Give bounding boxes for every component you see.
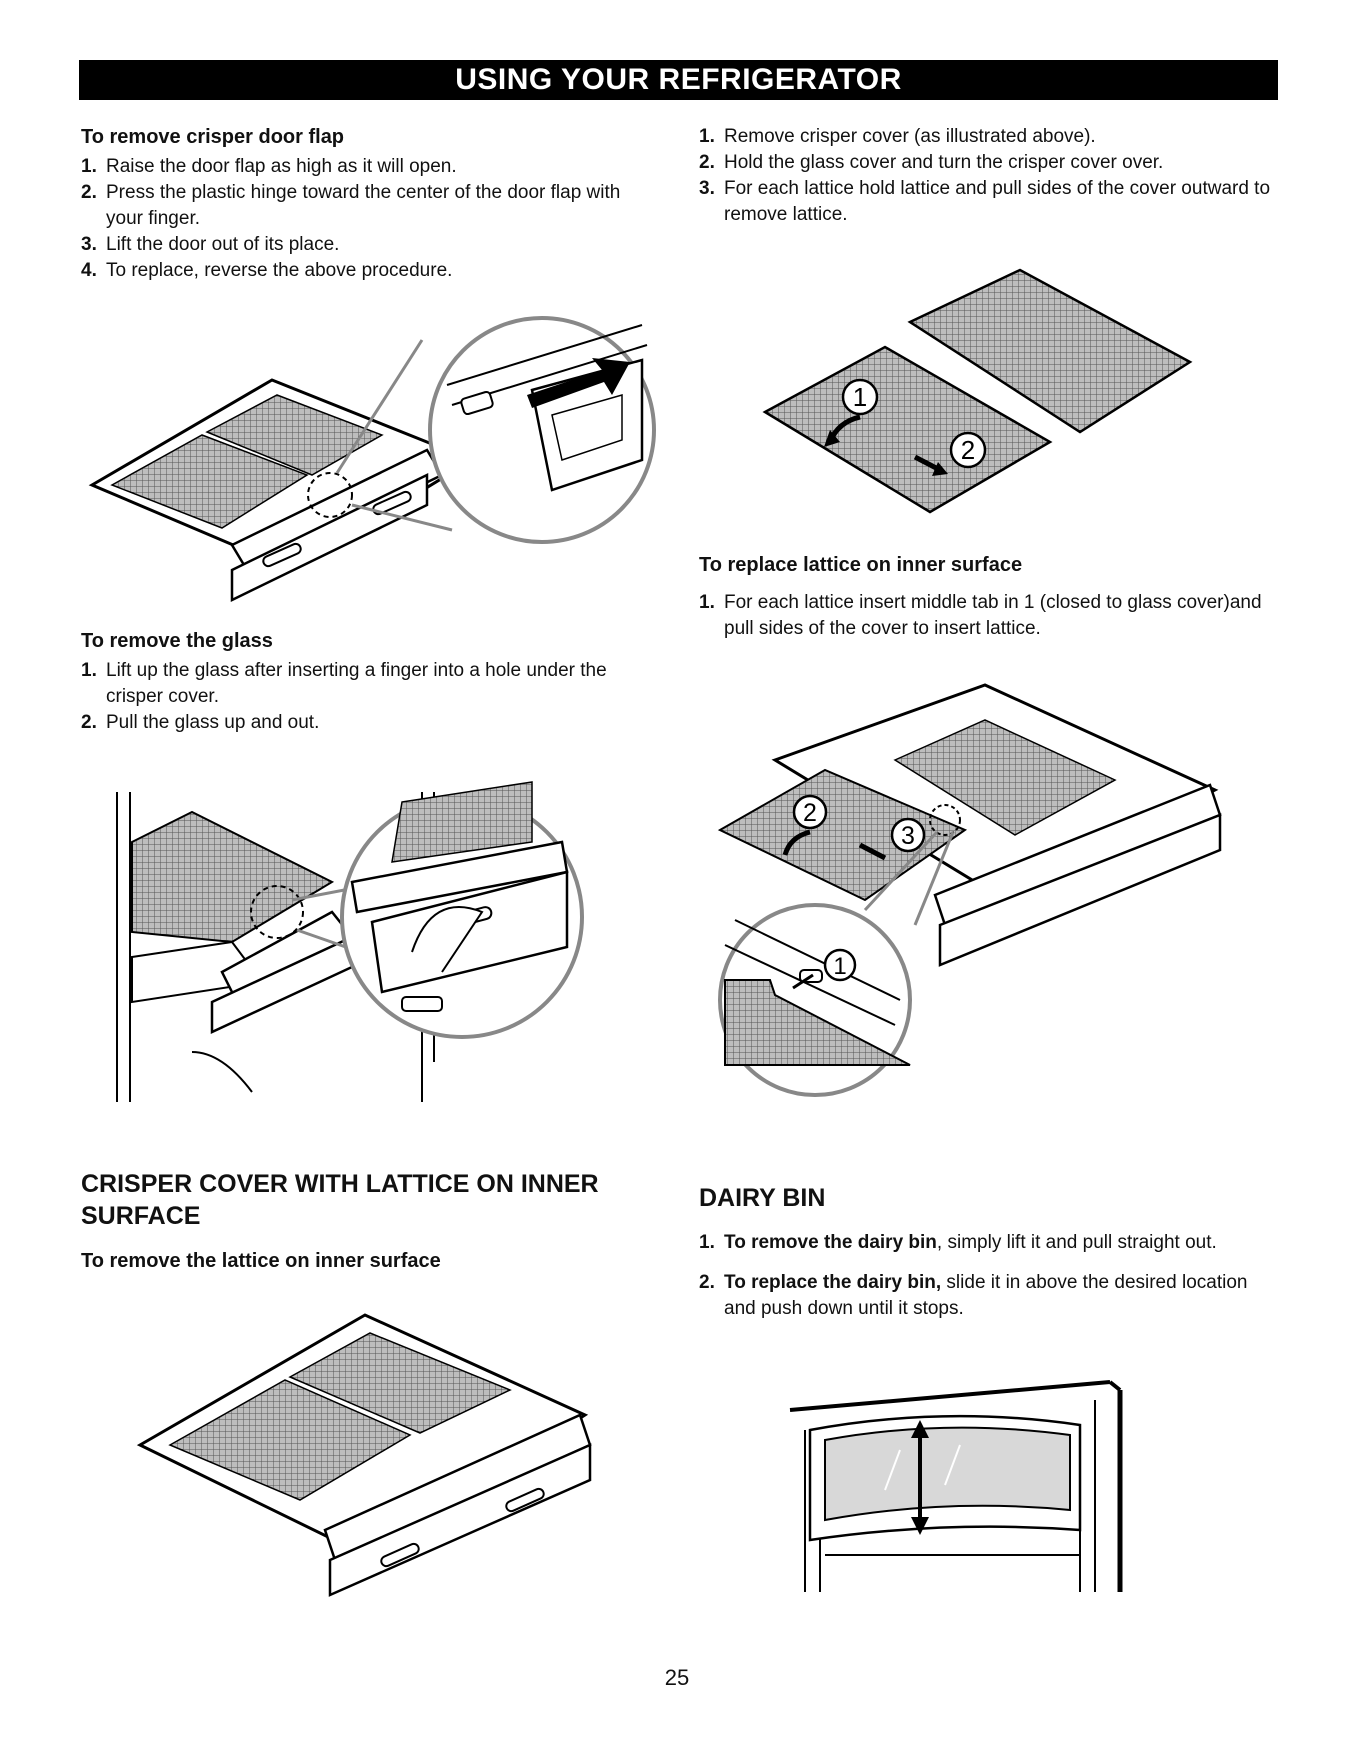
lattice-insert-illustration: 2 3 1	[717, 683, 1222, 1097]
remove-glass-illustration	[116, 781, 584, 1102]
replace-section: To replace lattice on inner surface 1.Fo…	[699, 552, 1279, 642]
callout-number: 2	[803, 799, 817, 827]
flap-heading: To remove crisper door flap	[81, 126, 345, 148]
list-item: 1.To remove the dairy bin, simply lift i…	[699, 1232, 1217, 1253]
callout-marker	[792, 794, 828, 830]
callout-number: 1	[853, 382, 867, 412]
glass-heading: To remove the glass	[81, 630, 273, 652]
lattice-section-title: CRISPER COVER WITH LATTICE ON INNER SURF…	[81, 1170, 599, 1230]
lattice-removal-illustration: 1 2	[762, 268, 1193, 514]
cover-steps: 1.Remove crisper cover (as illustrated a…	[699, 124, 1279, 228]
page-number: 25	[664, 1665, 690, 1690]
list-item: 1.Raise the door flap as high as it will…	[81, 156, 457, 177]
list-item: 2.Pull the glass up and out.	[81, 712, 320, 733]
list-item: 3.For each lattice hold lattice and pull…	[699, 178, 1271, 225]
callout-marker	[841, 378, 879, 416]
crisper-cover-illustration	[136, 1313, 592, 1597]
callout-marker	[823, 948, 857, 982]
dairy-section: DAIRY BIN 1.To remove the dairy bin, sim…	[699, 1182, 1279, 1336]
callout-number: 1	[833, 953, 846, 980]
crisper-flap-illustration	[88, 316, 656, 602]
flap-steps: 1.Raise the door flap as high as it will…	[81, 154, 641, 284]
callout-number: 3	[901, 822, 915, 850]
list-item: 2.Hold the glass cover and turn the cris…	[699, 152, 1164, 173]
list-item: 1.Lift up the glass after inserting a fi…	[81, 660, 607, 707]
list-item: 3.Lift the door out of its place.	[81, 234, 340, 255]
list-item: 1.For each lattice insert middle tab in …	[699, 592, 1262, 639]
replace-steps: 1.For each lattice insert middle tab in …	[699, 590, 1279, 642]
callout-number: 2	[961, 435, 975, 465]
glass-steps: 1.Lift up the glass after inserting a fi…	[81, 658, 641, 736]
list-item: 1.Remove crisper cover (as illustrated a…	[699, 126, 1096, 147]
list-item: 2.To replace the dairy bin, slide it in …	[699, 1272, 1248, 1319]
callout-marker	[949, 431, 987, 469]
replace-heading: To replace lattice on inner surface	[699, 554, 1023, 576]
lattice-section: CRISPER COVER WITH LATTICE ON INNER SURF…	[81, 1168, 641, 1278]
dairy-title: DAIRY BIN	[699, 1184, 826, 1212]
dairy-bin-illustration	[789, 1380, 1123, 1592]
callout-marker	[890, 817, 926, 853]
list-item: 2.Press the plastic hinge toward the cen…	[81, 182, 621, 229]
cover-section: 1.Remove crisper cover (as illustrated a…	[699, 124, 1279, 228]
lattice-remove-heading: To remove the lattice on inner surface	[81, 1250, 441, 1272]
list-item: 4.To replace, reverse the above procedur…	[81, 260, 453, 281]
glass-section: To remove the glass 1.Lift up the glass …	[81, 628, 641, 736]
page-banner: USING YOUR REFRIGERATOR	[79, 60, 1278, 100]
flap-section: To remove crisper door flap 1.Raise the …	[81, 124, 641, 284]
dairy-steps: 1.To remove the dairy bin, simply lift i…	[699, 1230, 1279, 1322]
